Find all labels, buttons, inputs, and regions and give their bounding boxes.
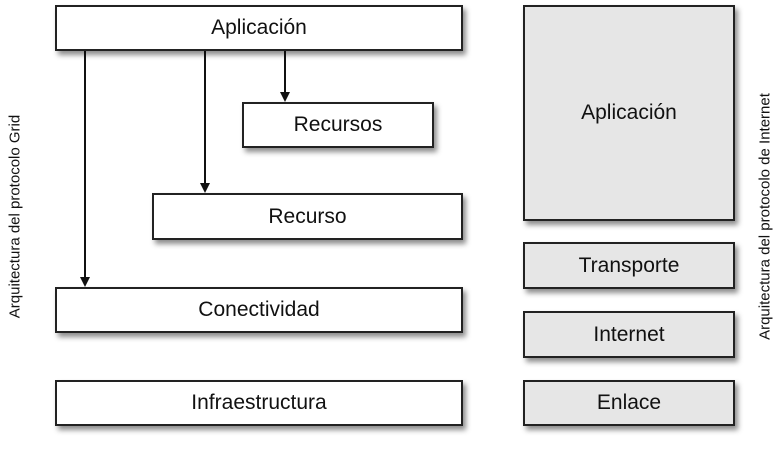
grid-architecture-label: Arquitectura del protocolo Grid bbox=[6, 114, 24, 319]
grid-layer-conectividad: Conectividad bbox=[55, 287, 463, 333]
grid-layer-infraestructura: Infraestructura bbox=[55, 380, 463, 426]
internet-layer-transporte: Transporte bbox=[523, 242, 735, 289]
internet-layer-aplicacion: Aplicación bbox=[523, 5, 735, 221]
grid-layer-recursos: Recursos bbox=[242, 102, 434, 148]
internet-layer-internet: Internet bbox=[523, 311, 735, 358]
internet-architecture-label: Arquitectura del protocolo de Internet bbox=[756, 93, 774, 340]
internet-layer-enlace: Enlace bbox=[523, 380, 735, 426]
grid-layer-aplicacion: Aplicación bbox=[55, 5, 463, 51]
grid-layer-recurso: Recurso bbox=[152, 193, 463, 240]
